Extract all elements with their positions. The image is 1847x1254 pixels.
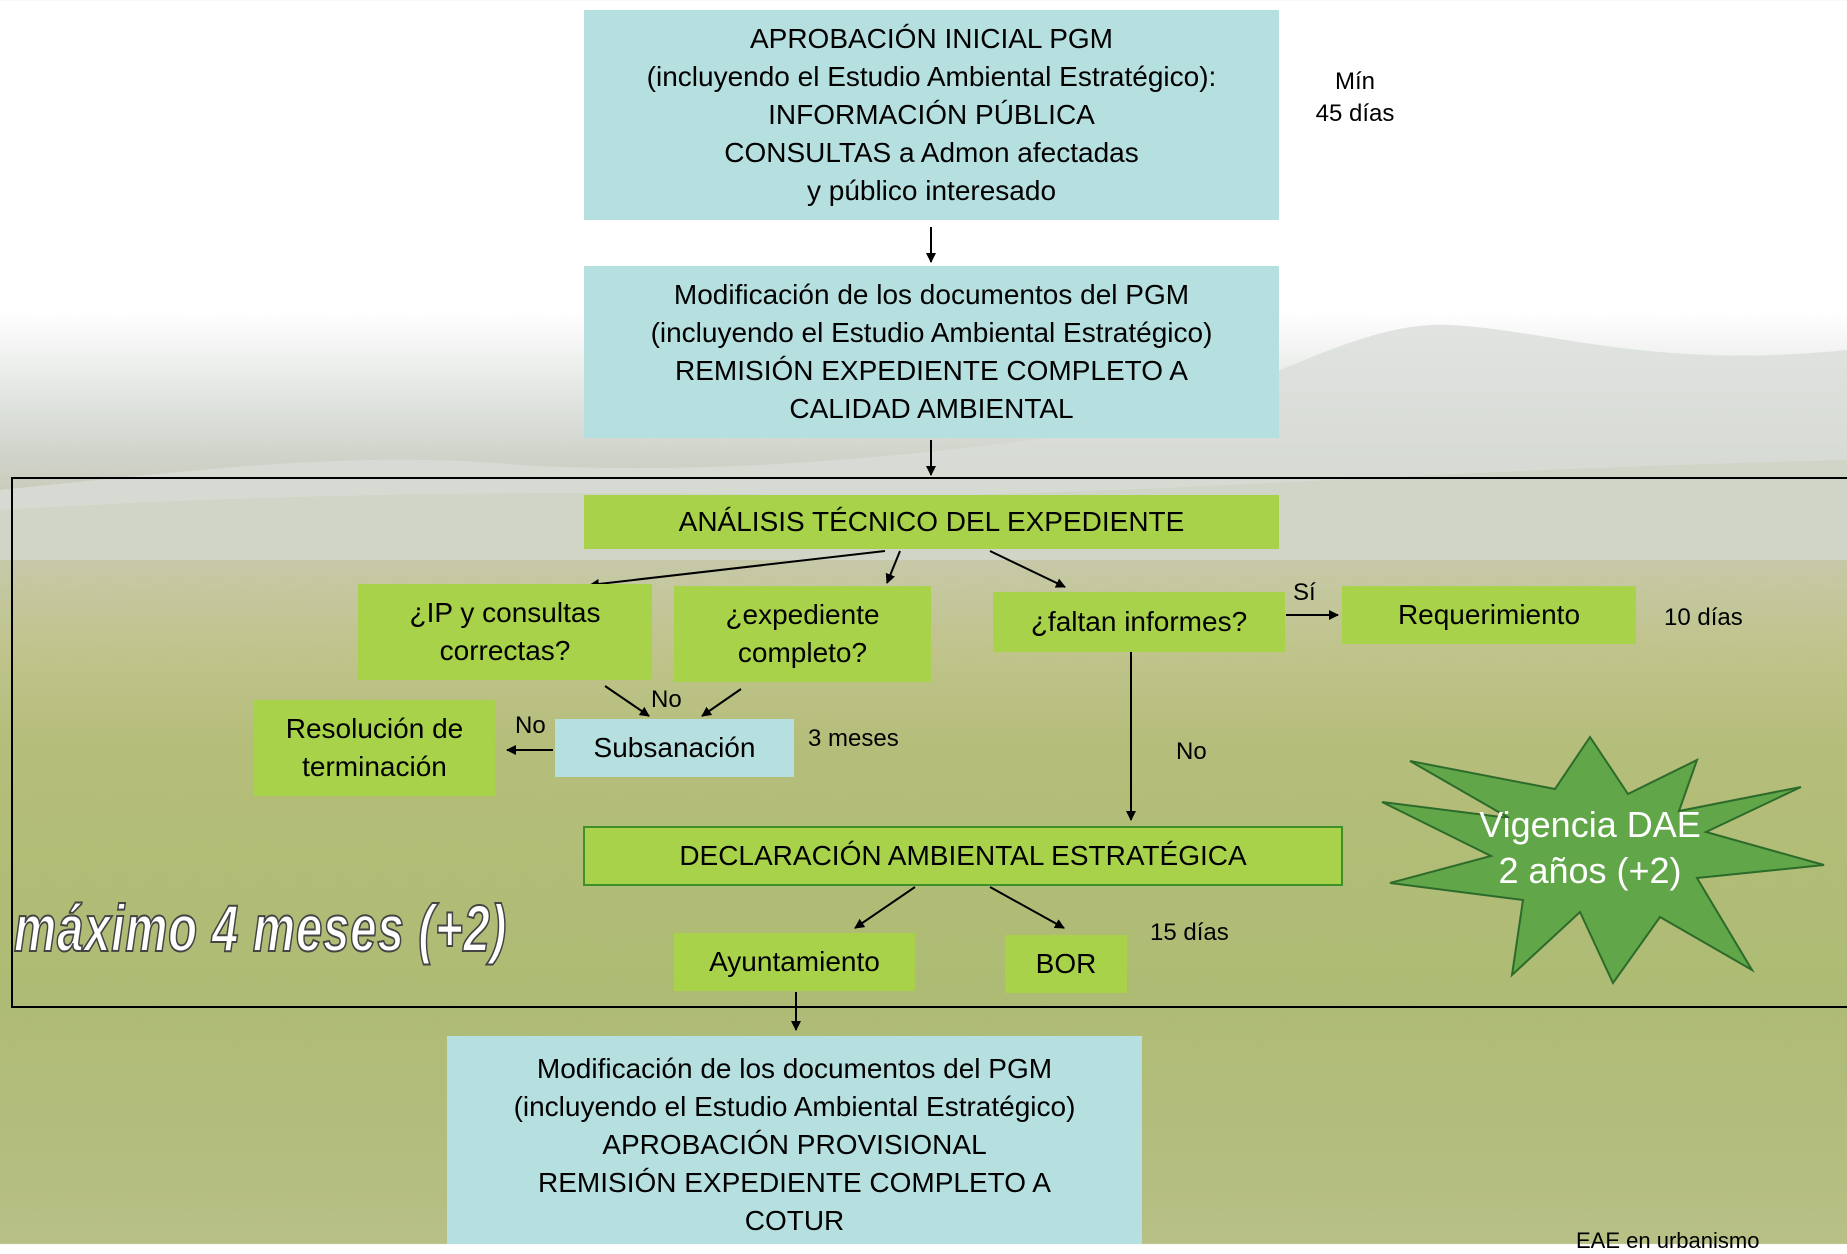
dae-procedure-frame	[11, 477, 1847, 1008]
arrow-analisis-to-faltan	[989, 550, 1066, 588]
label-10-dias: 10 días	[1664, 604, 1743, 631]
arrow-declaracion-to-ayuntamiento	[854, 886, 916, 929]
node-bor: BOR	[1005, 935, 1127, 993]
arrow-analisis-to-expediente	[885, 550, 901, 584]
arrow-declaracion-to-bor	[989, 886, 1065, 929]
label-min-45-dias: Mín 45 días	[1315, 68, 1395, 127]
duration-note: máximo 4 meses (+2)	[13, 890, 508, 966]
node-declaracion-ambiental: DECLARACIÓN AMBIENTAL ESTRATÉGICA	[583, 826, 1343, 886]
label-no-resolucion: No	[515, 712, 546, 739]
arrow-analisis-to-ip	[589, 550, 886, 589]
label-si: Sí	[1293, 579, 1316, 606]
node-modificacion-aprobacion-provisional: Modificación de los documentos del PGM (…	[447, 1036, 1142, 1244]
node-resolucion-terminacion: Resolución de terminación	[254, 700, 495, 796]
arrow-expediente-to-subsanacion	[701, 688, 742, 717]
node-aprobacion-inicial: APROBACIÓN INICIAL PGM (incluyendo el Es…	[584, 10, 1279, 220]
label-no-subsanacion: No	[651, 686, 682, 713]
node-faltan-informes: ¿faltan informes?	[993, 592, 1285, 652]
node-modificacion-remision-calidad: Modificación de los documentos del PGM (…	[584, 266, 1279, 438]
node-ayuntamiento: Ayuntamiento	[674, 933, 915, 991]
node-subsanacion: Subsanación	[555, 719, 794, 777]
validity-star-text: Vigencia DAE 2 años (+2)	[1479, 804, 1701, 891]
vigencia-star-shape	[1381, 735, 1825, 985]
label-15-dias: 15 días	[1150, 919, 1229, 946]
node-requerimiento: Requerimiento	[1342, 586, 1636, 644]
node-analisis-tecnico: ANÁLISIS TÉCNICO DEL EXPEDIENTE	[584, 495, 1279, 549]
footer-note: EAE en urbanismo	[1576, 1228, 1760, 1253]
label-3-meses: 3 meses	[808, 725, 899, 752]
arrow-ip-to-subsanacion	[604, 685, 650, 717]
label-no-faltan: No	[1176, 738, 1207, 765]
node-expediente-completo: ¿expediente completo?	[674, 586, 931, 682]
node-ip-consultas-correctas: ¿IP y consultas correctas?	[358, 584, 652, 680]
